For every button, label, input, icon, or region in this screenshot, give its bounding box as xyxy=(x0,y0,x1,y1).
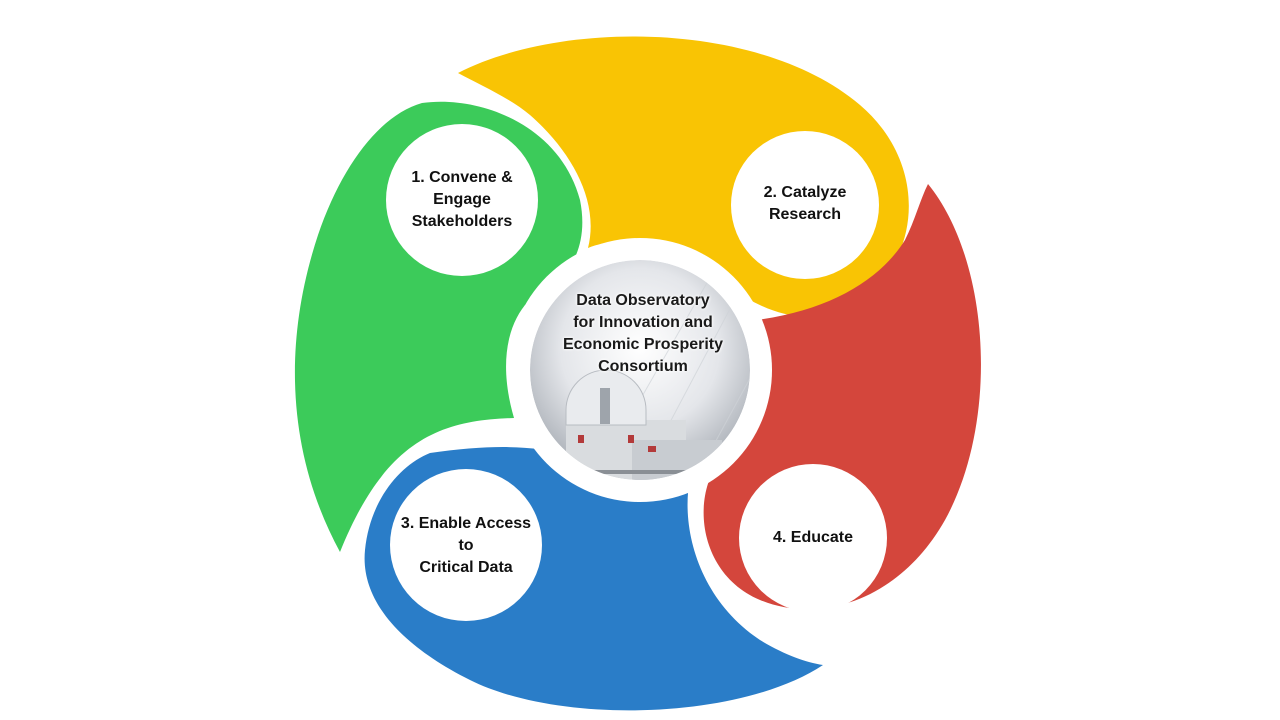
step-label-2: 2. Catalyze Research xyxy=(763,184,847,223)
center-title: Data Observatory for Innovation and Econ… xyxy=(562,292,724,375)
step-circle-4 xyxy=(739,464,887,612)
step-label-1: 1. Convene & Engage Stakeholders xyxy=(411,169,513,230)
step-circle-2 xyxy=(731,131,879,279)
step-label-4: 4. Educate xyxy=(772,529,854,546)
step-circle-3 xyxy=(390,469,542,621)
step-label-3: 3. Enable Access to Critical Data xyxy=(400,515,532,576)
step-circle-1 xyxy=(386,124,538,276)
